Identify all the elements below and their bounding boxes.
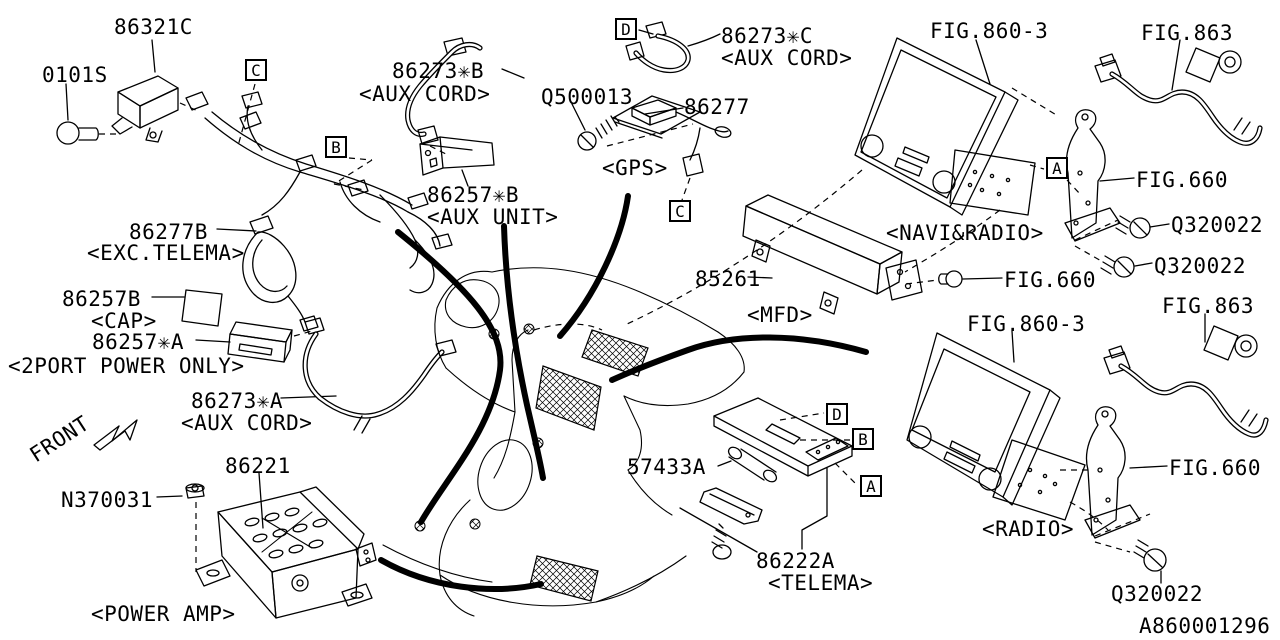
antenna-fig863-bottom bbox=[1103, 313, 1269, 438]
bracket-fig660-bottom bbox=[1084, 406, 1168, 584]
bracket-fig660-top bbox=[1064, 109, 1170, 278]
screw-Q500013 bbox=[571, 103, 694, 151]
navi-radio-unit bbox=[624, 37, 1081, 326]
aux-cord-C bbox=[625, 21, 721, 74]
harness-86277B bbox=[216, 215, 319, 332]
aux-cord-B-and-aux-unit bbox=[405, 37, 525, 187]
module-86321C bbox=[56, 39, 201, 145]
power-amp-unit bbox=[156, 472, 377, 619]
radio-unit bbox=[906, 330, 1109, 531]
wiring-harness bbox=[185, 83, 453, 294]
telema-unit bbox=[679, 397, 859, 560]
front-direction-arrow bbox=[93, 419, 138, 451]
bold-leader-curves bbox=[378, 193, 869, 592]
mfd-unit-85261 bbox=[742, 194, 1003, 315]
antenna-fig863-top bbox=[1094, 39, 1263, 146]
cap-and-power-unit bbox=[151, 289, 457, 434]
gps-unit-86277 bbox=[612, 95, 732, 201]
car-interior-sketch bbox=[382, 267, 745, 617]
